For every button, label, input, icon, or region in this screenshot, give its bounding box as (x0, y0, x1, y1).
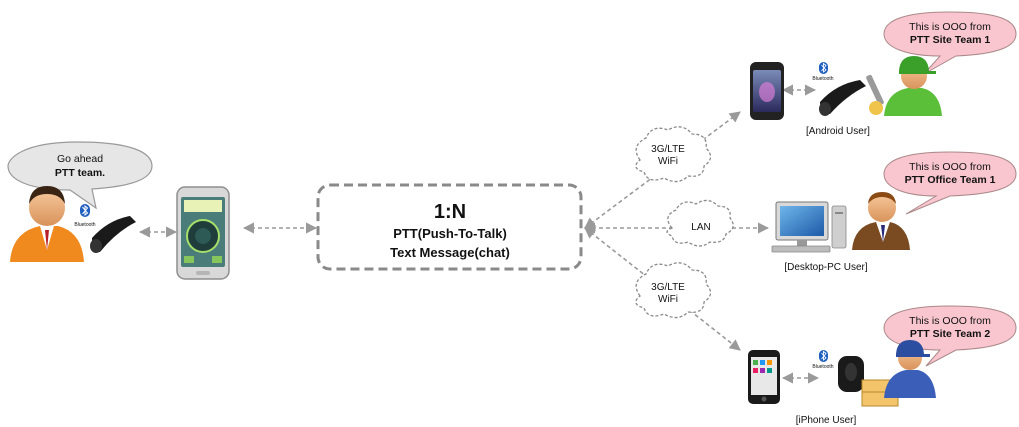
left-user-avatar (10, 186, 84, 262)
desktop-speech-bubble: This is OOO from PTT Office Team 1 (883, 151, 1017, 215)
top-network-line2: WiFi (658, 156, 678, 167)
android-user-avatar (866, 56, 942, 116)
left-bubble-line2: PTT team. (55, 167, 105, 179)
left-bubble-line1: Go ahead (57, 153, 103, 165)
iphone-icon (748, 350, 780, 404)
bottom-network-line2: WiFi (658, 294, 678, 305)
android-bluetooth-label: Bluetooth (812, 76, 833, 82)
desktop-user-avatar (852, 192, 910, 250)
android-speech-bubble: This is OOO from PTT Site Team 1 (883, 11, 1017, 75)
android-phone-icon (750, 62, 784, 120)
iphone-user-avatar (861, 340, 936, 407)
left-bluetooth-icon: Bluetooth (74, 204, 96, 228)
iphone-speech-bubble: This is OOO from PTT Site Team 2 (883, 305, 1017, 367)
hub-line-message: Text Message(chat) (390, 245, 510, 260)
iphone-bubble-line1: This is OOO from (909, 315, 991, 327)
iphone-headset-icon (838, 356, 864, 392)
left-smartphone-icon (176, 186, 230, 280)
left-speech-bubble: Go ahead PTT team. (7, 141, 153, 210)
desktop-bubble-line1: This is OOO from (909, 161, 991, 173)
bottom-network-line1: 3G/LTE (651, 282, 685, 293)
desktop-bubble-line2: PTT Office Team 1 (905, 174, 996, 186)
hub-line-ptt: PTT(Push-To-Talk) (393, 226, 507, 241)
android-bubble-line1: This is OOO from (909, 21, 991, 33)
iphone-bluetooth-icon: Bluetooth (812, 350, 834, 370)
lan-label: LAN (691, 222, 710, 233)
hub-to-android-link (584, 111, 741, 229)
iphone-bluetooth-label: Bluetooth (812, 364, 833, 370)
ptt-hub-box: 1:N PTT(Push-To-Talk) Text Message(chat) (316, 183, 583, 271)
left-headset-icon (90, 216, 136, 253)
hub-ratio: 1:N (434, 201, 466, 223)
cloud-bottom-network: 3G/LTE WiFi (635, 262, 712, 319)
iphone-bubble-line2: PTT Site Team 2 (910, 328, 990, 340)
android-caption: [Android User] (806, 126, 870, 137)
desktop-pc-icon (771, 201, 847, 253)
android-bubble-line2: PTT Site Team 1 (910, 34, 990, 46)
android-headset-icon (819, 80, 866, 116)
iphone-caption: [iPhone User] (796, 415, 857, 426)
cloud-lan: LAN (666, 199, 734, 247)
android-bluetooth-icon: Bluetooth (812, 62, 834, 82)
cloud-top-network: 3G/LTE WiFi (635, 126, 712, 183)
left-bluetooth-label: Bluetooth (74, 222, 95, 228)
desktop-caption: [Desktop-PC User] (784, 262, 868, 273)
top-network-line1: 3G/LTE (651, 144, 685, 155)
